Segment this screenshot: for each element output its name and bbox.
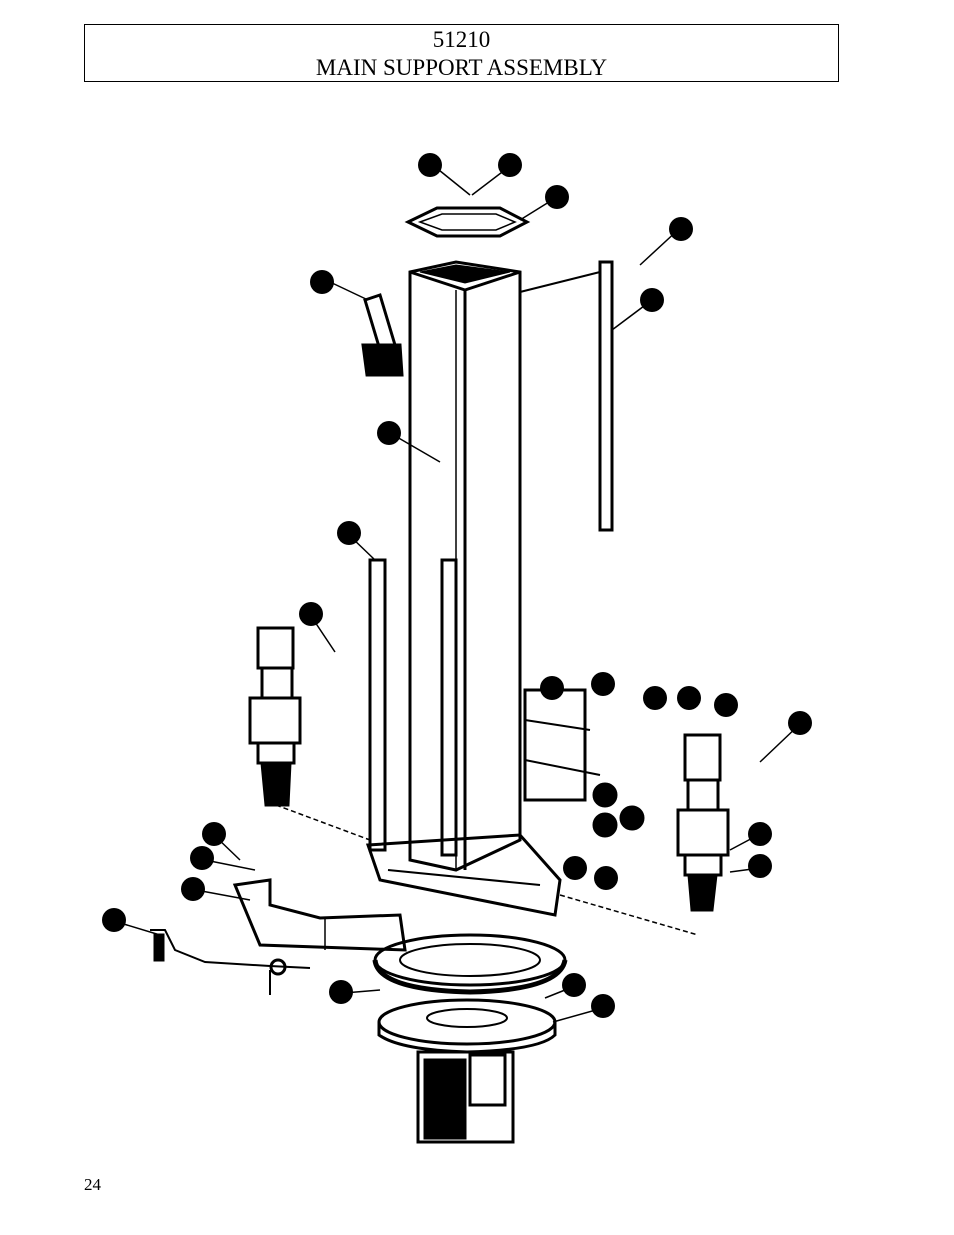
ring-gear	[375, 935, 565, 992]
callout-balloon	[594, 866, 618, 890]
callout-balloon	[299, 602, 323, 626]
callout-balloon	[337, 521, 361, 545]
handle-part	[363, 295, 402, 375]
callout-balloon	[714, 693, 738, 717]
callout-balloon	[310, 270, 334, 294]
callout-balloon	[329, 980, 353, 1004]
callout-balloon	[643, 686, 667, 710]
callout-balloon	[591, 672, 615, 696]
callout-balloon	[202, 822, 226, 846]
callout-balloon	[190, 846, 214, 870]
page-number: 24	[84, 1175, 101, 1195]
callout-balloon	[669, 217, 693, 241]
callout-balloon	[498, 153, 522, 177]
main-column	[410, 262, 520, 870]
callout-balloon	[418, 153, 442, 177]
callout-balloon	[640, 288, 664, 312]
right-rail	[520, 262, 612, 530]
callout-balloon	[562, 973, 586, 997]
callout-balloon	[181, 877, 205, 901]
callout-balloon	[545, 185, 569, 209]
callout-balloon	[748, 822, 772, 846]
callout-balloon	[540, 676, 564, 700]
left-cylinder	[250, 628, 370, 840]
fastener-cluster	[525, 690, 643, 836]
mounting-flange	[379, 1000, 555, 1052]
top-gasket	[408, 208, 527, 236]
callout-balloon	[591, 994, 615, 1018]
left-rails	[370, 560, 456, 855]
left-bracket	[235, 880, 405, 950]
callout-balloon	[377, 421, 401, 445]
callout-balloon	[748, 854, 772, 878]
cable-assembly	[150, 930, 310, 995]
drive-motor	[418, 1052, 513, 1142]
callout-balloon	[677, 686, 701, 710]
callout-balloon	[788, 711, 812, 735]
callout-balloon	[563, 856, 587, 880]
callout-balloon	[102, 908, 126, 932]
